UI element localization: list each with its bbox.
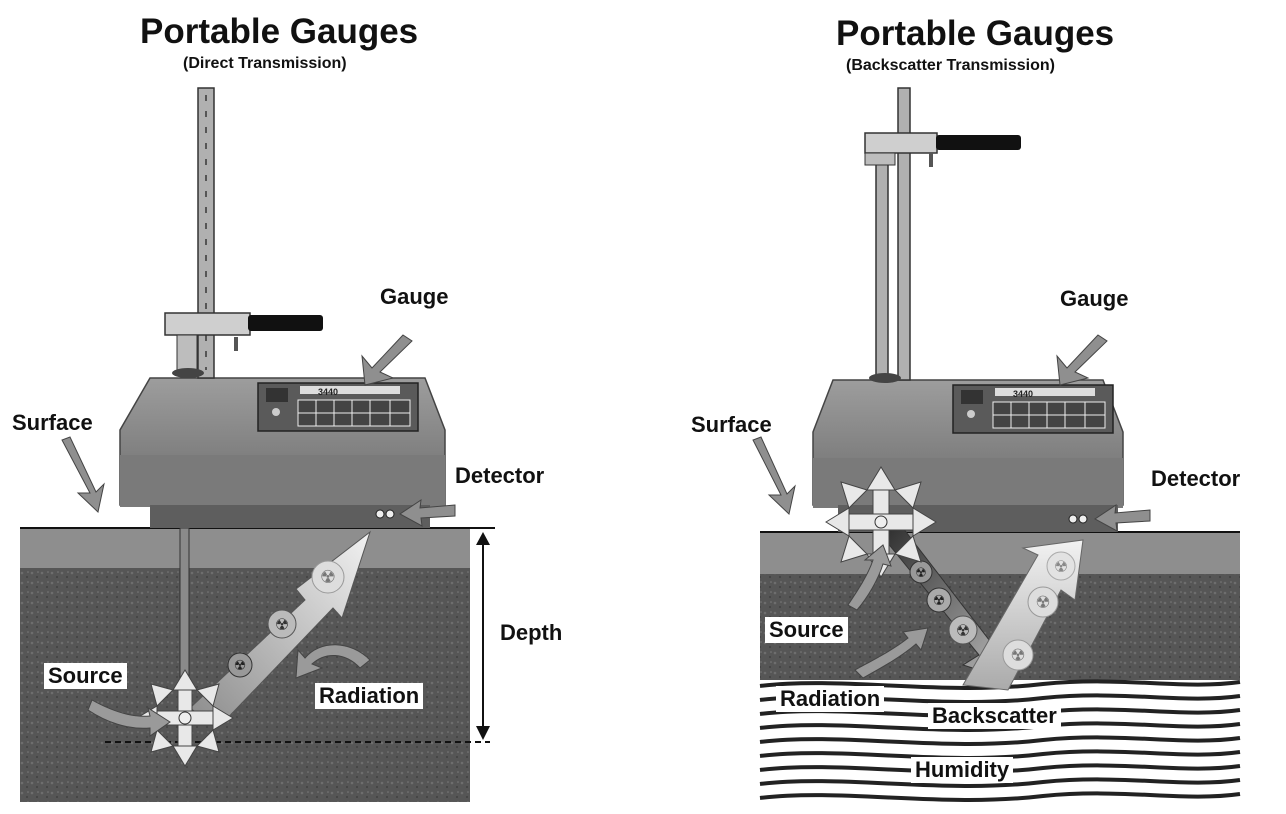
svg-text:☢: ☢ <box>320 567 336 587</box>
gauge-pointer <box>1056 334 1108 386</box>
right-display-number: 3440 <box>1013 389 1034 399</box>
left-gauge-label: Gauge <box>380 284 449 309</box>
radiation-pointer <box>854 627 929 679</box>
right-backscatter-label: Backscatter <box>928 703 1061 729</box>
left-title: Portable Gauges <box>140 12 419 51</box>
radiation-symbols: ☢ ☢ ☢ <box>227 560 345 678</box>
left-display-number: 3440 <box>318 387 339 397</box>
right-gauge-label: Gauge <box>1060 286 1129 311</box>
svg-text:☢: ☢ <box>1010 646 1025 665</box>
left-subtitle: (Direct Transmission) <box>183 55 347 72</box>
direct-transmission-illustration: ☢ ☢ ☢ <box>20 87 495 802</box>
svg-text:☢: ☢ <box>1054 559 1068 576</box>
left-radiation-label: Radiation <box>315 683 424 709</box>
right-source-label: Source <box>765 617 848 643</box>
left-source-label: Source <box>44 663 127 689</box>
source-pointer <box>87 699 171 737</box>
detector-pointer <box>399 498 456 527</box>
left-detector-label: Detector <box>455 463 545 488</box>
backscatter-transmission-panel: ☢ ☢ ☢ ☢ ☢ ☢ <box>643 0 1286 814</box>
depth-arrow <box>476 532 490 740</box>
gauge-handle <box>864 87 1021 383</box>
right-detector-label: Detector <box>1151 466 1241 491</box>
source-burst <box>136 669 234 767</box>
detector-dot <box>375 509 385 519</box>
gauge-body <box>812 379 1124 532</box>
detector-dot <box>1078 514 1088 524</box>
surface-layer <box>760 532 1240 574</box>
detector-dot <box>1068 514 1078 524</box>
surface-layer <box>20 528 470 568</box>
left-depth-label: Depth <box>500 620 563 645</box>
right-title: Portable Gauges <box>836 14 1115 53</box>
detector-pointer <box>1094 503 1151 532</box>
svg-text:☢: ☢ <box>1035 593 1050 612</box>
direct-transmission-panel: ☢ ☢ ☢ <box>12 12 563 802</box>
right-humidity-label: Humidity <box>911 757 1014 783</box>
radiation-pointer <box>295 644 371 679</box>
right-surface-label: Surface <box>691 412 772 437</box>
svg-text:☢: ☢ <box>915 565 927 580</box>
svg-text:☢: ☢ <box>234 657 247 673</box>
radiation-symbols: ☢ ☢ ☢ ☢ ☢ ☢ <box>909 551 1076 671</box>
gauge-body <box>119 377 446 528</box>
svg-text:☢: ☢ <box>275 617 289 634</box>
detector-dot <box>385 509 395 519</box>
right-subtitle: (Backscatter Transmission) <box>846 57 1055 74</box>
gauge-handle <box>164 87 323 379</box>
source-pointer <box>847 544 892 611</box>
svg-text:☢: ☢ <box>956 623 970 640</box>
svg-text:☢: ☢ <box>933 592 946 608</box>
left-surface-label: Surface <box>12 410 93 435</box>
gauge-pointer <box>361 334 413 386</box>
right-radiation-label: Radiation <box>776 686 885 712</box>
surface-pointer <box>752 436 796 515</box>
surface-pointer <box>61 436 105 513</box>
backscatter-transmission-illustration: ☢ ☢ ☢ ☢ ☢ ☢ <box>752 87 1241 802</box>
